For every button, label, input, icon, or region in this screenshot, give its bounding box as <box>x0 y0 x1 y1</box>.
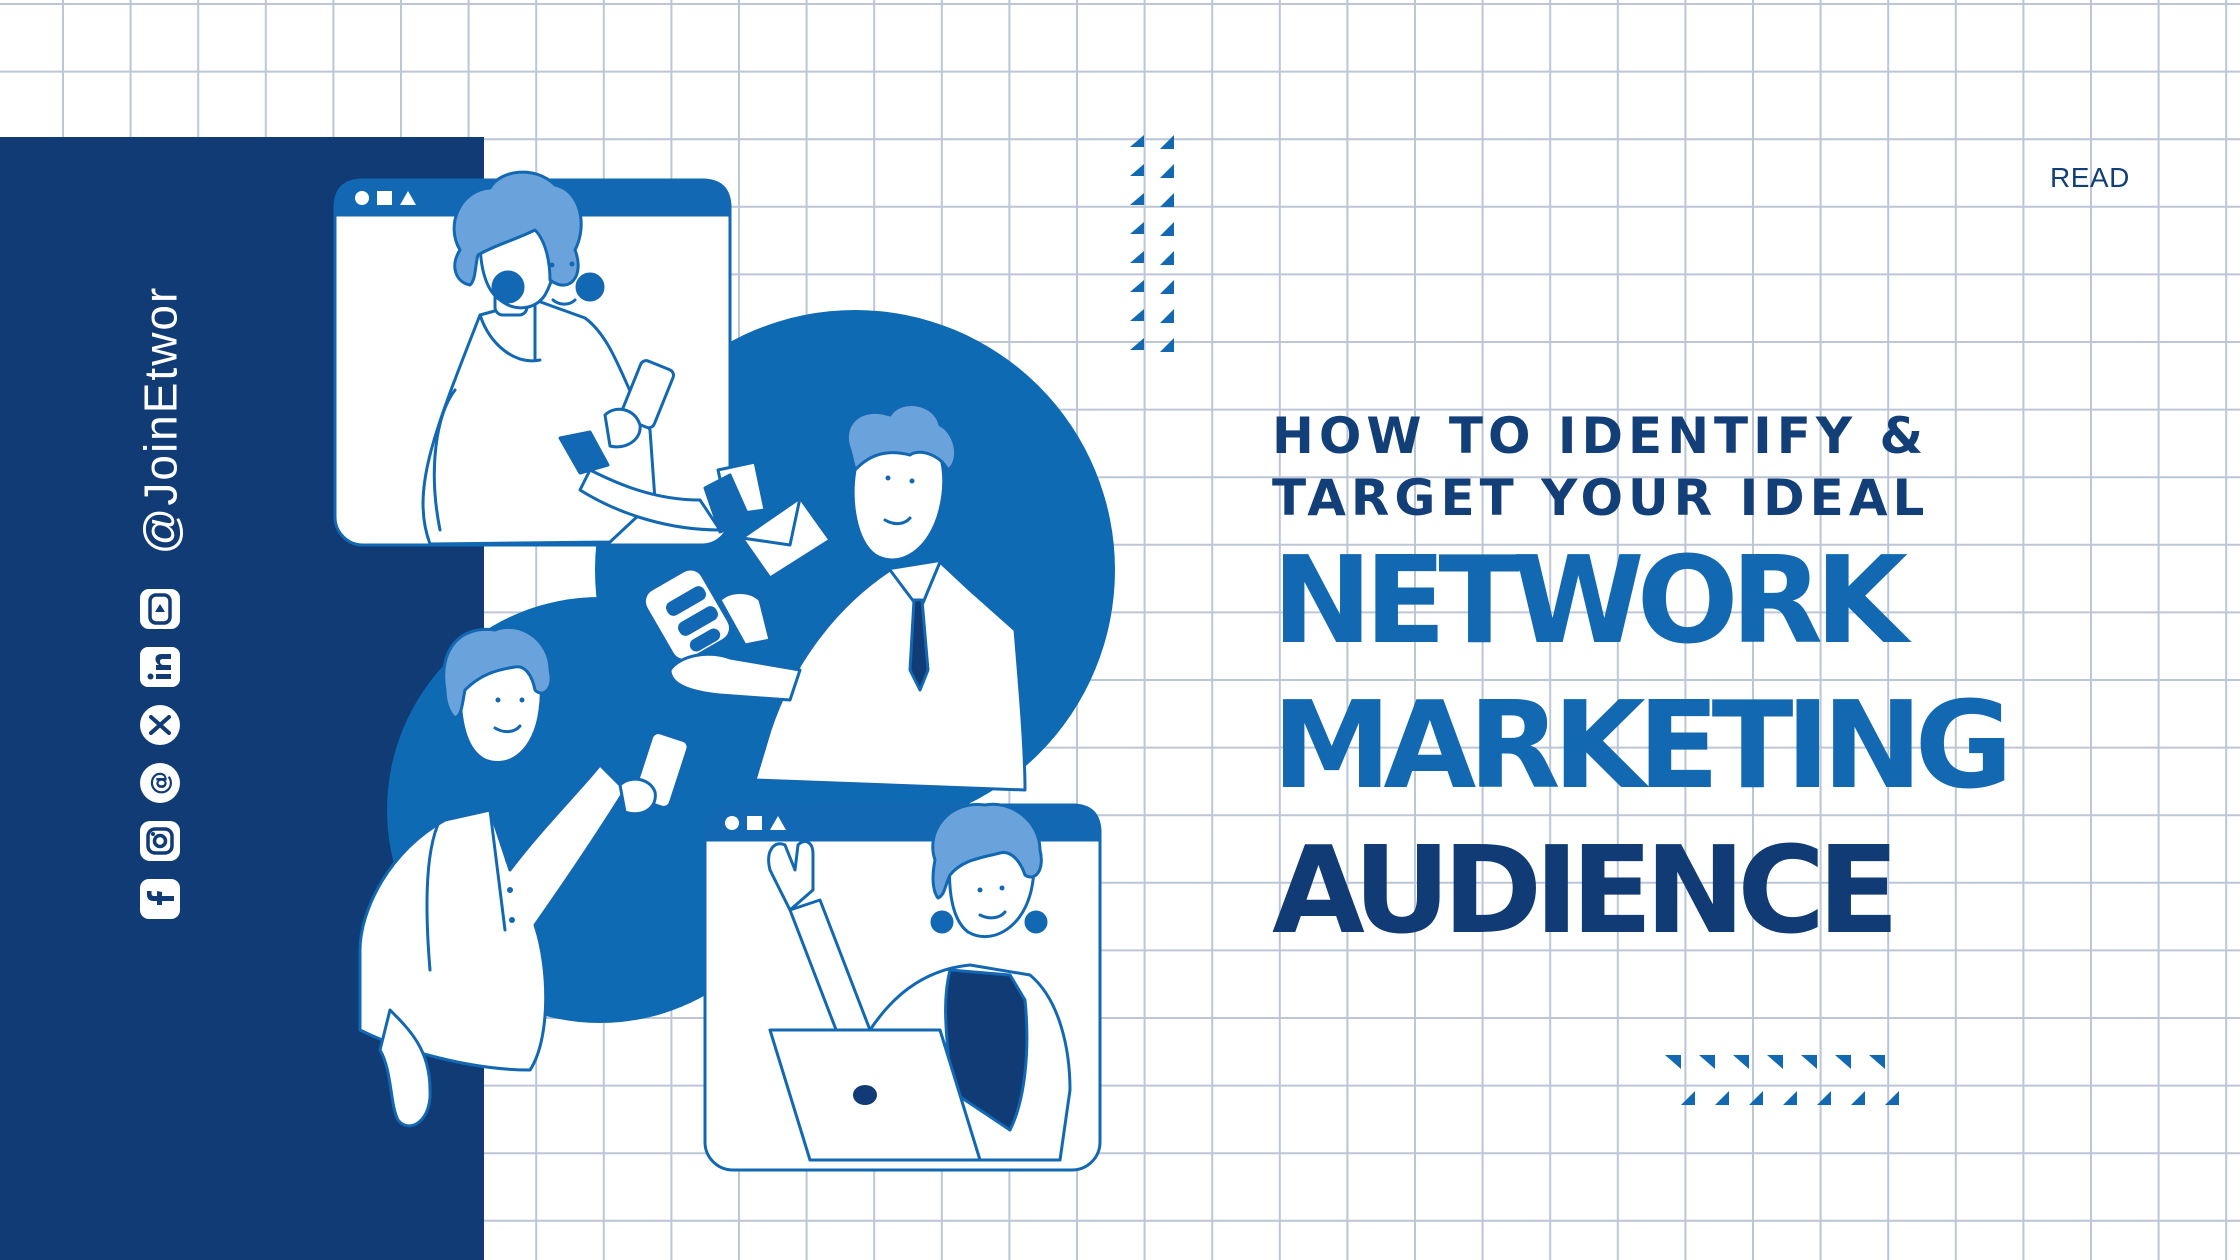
network-people-illustration <box>333 170 1115 1172</box>
youtube-icon[interactable] <box>136 585 184 633</box>
threads-icon[interactable]: @ <box>136 759 184 807</box>
triangle-ribbon-top <box>1130 135 1174 352</box>
headline-marketing: MARKETING <box>1272 677 2013 816</box>
social-icons: @ <box>130 589 190 935</box>
headline-line1: HOW TO IDENTIFY & <box>1272 407 1929 465</box>
headline-audience: AUDIENCE <box>1272 822 1899 961</box>
linkedin-icon[interactable] <box>136 643 184 691</box>
facebook-icon[interactable] <box>136 875 184 923</box>
svg-text:@: @ <box>146 771 174 795</box>
social-handle[interactable]: @JoinEtwor <box>134 285 187 555</box>
read-link[interactable]: READ <box>2050 162 2130 193</box>
triangle-ribbon-bottom <box>1665 1055 1899 1105</box>
instagram-icon[interactable] <box>136 817 184 865</box>
headline-network: NETWORK <box>1272 532 1908 671</box>
headline-line2: TARGET YOUR IDEAL <box>1272 469 1930 527</box>
x-icon[interactable] <box>136 701 184 749</box>
headline: HOW TO IDENTIFY & TARGET YOUR IDEAL NETW… <box>1272 405 2172 964</box>
